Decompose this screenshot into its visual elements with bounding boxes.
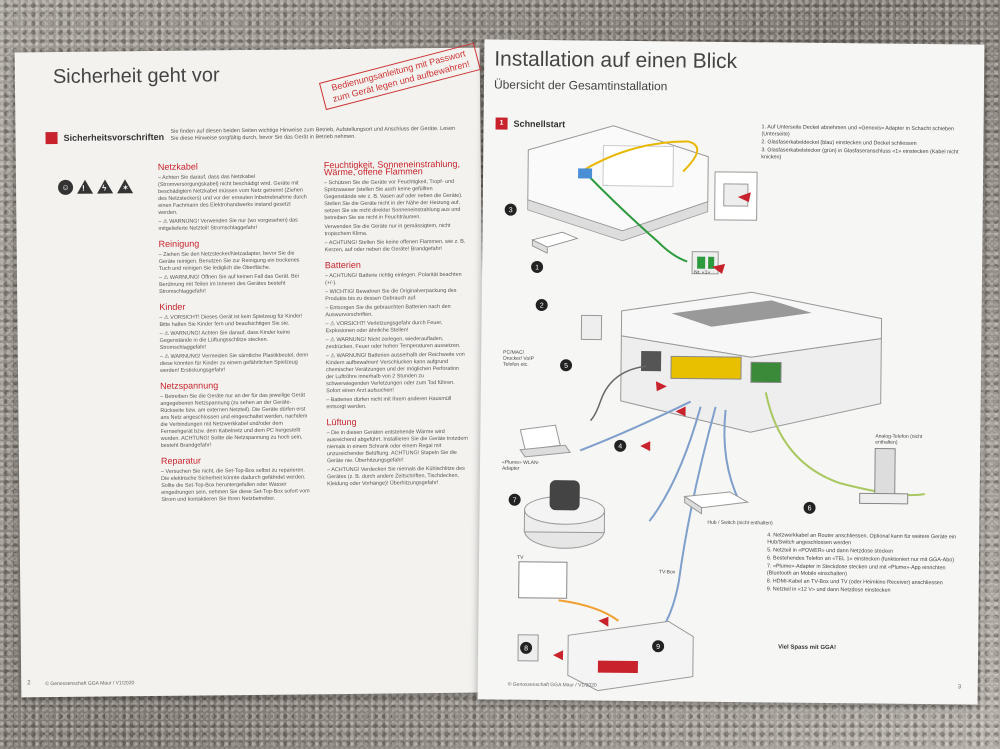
label-tvbox: TV-Box	[658, 569, 676, 576]
plume-adapter	[523, 480, 606, 549]
green-connector-detail	[691, 251, 719, 275]
hub-switch	[683, 491, 750, 515]
installation-diagram: 1 2 3 4 5 6 7 8 9	[504, 125, 925, 692]
step-marker-circle	[520, 641, 533, 654]
label-phone: Analog-Telefon (nicht enthalten)	[875, 433, 923, 446]
power-adapter-router	[580, 314, 603, 341]
step-marker-number: 3	[509, 207, 513, 214]
safety-intro: Sie finden auf diesen beiden Seiten wich…	[170, 125, 456, 142]
fire-warning-icon: ✶	[116, 179, 134, 194]
label-plume: «Plume» WLAN-Adapter	[501, 459, 540, 472]
step-marker-number: 5	[564, 363, 568, 370]
safety-paragraph: Verwenden Sie die Geräte nur in gemässig…	[324, 222, 451, 238]
step-marker-circle	[504, 203, 517, 216]
safety-heading: Lüftung	[326, 416, 357, 428]
fiber-cable-yellow	[582, 140, 699, 173]
safety-paragraph: – ⚠ WARNUNG! Verwenden Sie nur (wo vorge…	[158, 217, 298, 232]
warning-triangle-icon: !	[76, 179, 94, 194]
right-page-footer: © Genossenschaft GGA Maur / V1/2020	[507, 681, 597, 689]
hdmi-cable	[558, 599, 619, 622]
safety-paragraph: – Die in diesen Geräten entstehende Wärm…	[326, 428, 468, 465]
step-markers: 1 2 3 4 5 6 7 8 9	[504, 203, 816, 654]
safety-paragraph: – ACHTUNG! Batterie richtig einlegen. Po…	[324, 271, 462, 287]
warning-icons: ☺ ! ϟ ✶	[57, 179, 134, 196]
safety-paragraph: – ⚠ WARNUNG! Vermeiden Sie sämtliche Pla…	[159, 352, 309, 374]
genexis-adapter	[531, 231, 579, 254]
safety-heading: Reparatur	[160, 455, 202, 466]
safety-paragraph: – Betreiben Sie die Geräte nur an der fü…	[160, 392, 308, 449]
analog-phone	[859, 448, 909, 505]
step-marker-circle	[560, 359, 573, 372]
router	[620, 291, 883, 433]
lan-cable-pc	[579, 400, 692, 452]
shock-warning-icon: ϟ	[96, 179, 114, 194]
fiber-modem	[527, 125, 709, 242]
step-marker-number: 2	[540, 302, 544, 309]
laptop-icon	[519, 424, 572, 458]
step-marker-circle	[531, 260, 544, 273]
safety-column-right: Feuchtigkeit, Sonneneinstrahlung, Wärme,…	[324, 153, 470, 490]
safety-paragraph: – ⚠ VORSICHT! Dieses Gerät ist kein Spie…	[159, 313, 303, 328]
fiber-cable-green	[587, 174, 688, 263]
left-page-footer: © Genossenschaft GGA Maur / V1/2020	[45, 680, 135, 688]
child-warning-icon: ☺	[57, 179, 74, 196]
safety-heading: Netzkabel	[157, 161, 198, 172]
safety-heading: Netzspannung	[160, 380, 219, 391]
left-page-title: Sicherheit geht vor	[52, 64, 220, 89]
handwritten-stamp-note: Bedienungsanleitung mit Passwort zum Ger…	[318, 42, 481, 111]
safety-heading: Batterien	[324, 259, 361, 271]
step-marker-circle	[535, 299, 548, 312]
step-marker-number: 9	[656, 644, 660, 651]
step-marker-number: 7	[513, 497, 517, 504]
safety-paragraph: – Achten Sie darauf, dass das Netzkabel …	[157, 173, 307, 216]
left-page: Sicherheit geht vor Bedienungsanleitung …	[14, 42, 487, 698]
red-arrows	[553, 192, 751, 661]
safety-paragraph: – ⚠ WARNUNG! Nicht zerlegen, wiederaufla…	[325, 335, 461, 351]
safety-paragraph: – Batterien dürfen nicht mit Ihrem ander…	[326, 395, 452, 411]
label-pc: PC/MAC/ Drucker/ VoIP Telefon etc.	[503, 349, 534, 368]
step-marker-circle	[803, 501, 816, 514]
safety-paragraph: – ⚠ VORSICHT! Verletzungsgefahr durch Fe…	[325, 319, 443, 335]
safety-column-left: Netzkabel– Achten Sie darauf, dass das N…	[158, 154, 312, 506]
tv-box	[567, 620, 694, 692]
step-marker-number: 4	[618, 443, 622, 450]
left-page-number: 2	[27, 680, 31, 687]
step-marker-number: 6	[808, 505, 812, 512]
step-marker-circle	[508, 493, 521, 506]
right-page-title: Installation auf einen Blick	[494, 47, 738, 74]
safety-paragraph: – WICHTIG! Bewahren Sie die Originalverp…	[325, 287, 457, 303]
safety-paragraph: – Entsorgen Sie die gebrauchten Batterie…	[325, 303, 451, 319]
power-cable-router	[589, 365, 647, 422]
safety-paragraph: – Ziehen Sie den Netzstecker/Netzadapter…	[158, 250, 300, 272]
step-marker-number: 8	[524, 645, 528, 652]
step-marker-number: 1	[535, 264, 539, 271]
label-hub: Hub / Switch (nicht enthalten)	[707, 519, 773, 527]
safety-paragraph: – ACHTUNG! Stellen Sie keine offenen Fla…	[324, 238, 466, 254]
safety-paragraph: – Versuchen Sie nicht, die Set-Top-Box s…	[161, 467, 310, 503]
safety-heading: Reinigung	[158, 238, 200, 249]
blue-connector	[578, 168, 593, 179]
safety-paragraph: – ACHTUNG! Verdecken Sie niemals die Küh…	[326, 465, 465, 488]
lan-cable-hub	[723, 409, 741, 503]
label-tv: TV	[517, 554, 524, 561]
tv-screen	[518, 561, 568, 599]
safety-paragraph: – ⚠ WARNUNG! Öffnen Sie auf keinen Fall …	[158, 273, 299, 295]
right-page-number: 3	[957, 684, 962, 691]
safety-paragraph: – Schützen Sie die Geräte vor Feuchtigke…	[323, 178, 463, 222]
wall-socket	[714, 171, 758, 221]
safety-heading: Feuchtigkeit, Sonneneinstrahlung, Wärme,…	[323, 158, 460, 178]
safety-section-header: Sicherheitsvorschriften	[45, 131, 164, 145]
lan-cable-plume	[648, 406, 702, 522]
right-page: Installation auf einen Blick Übersicht d…	[477, 39, 985, 705]
red-square-marker	[45, 132, 58, 145]
safety-paragraph: – ⚠ WARNUNG! Achten Sie darauf, dass Kin…	[159, 329, 291, 351]
safety-heading: Kinder	[159, 301, 186, 312]
step-marker-circle	[614, 439, 627, 452]
safety-paragraph: – ⚠ WARNUNG! Batterien ausserhalb der Re…	[325, 351, 465, 395]
step-marker-circle	[652, 640, 665, 653]
right-page-subtitle: Übersicht der Gesamtinstallation	[493, 77, 668, 94]
label-nr: Nr. «1»	[694, 269, 711, 276]
